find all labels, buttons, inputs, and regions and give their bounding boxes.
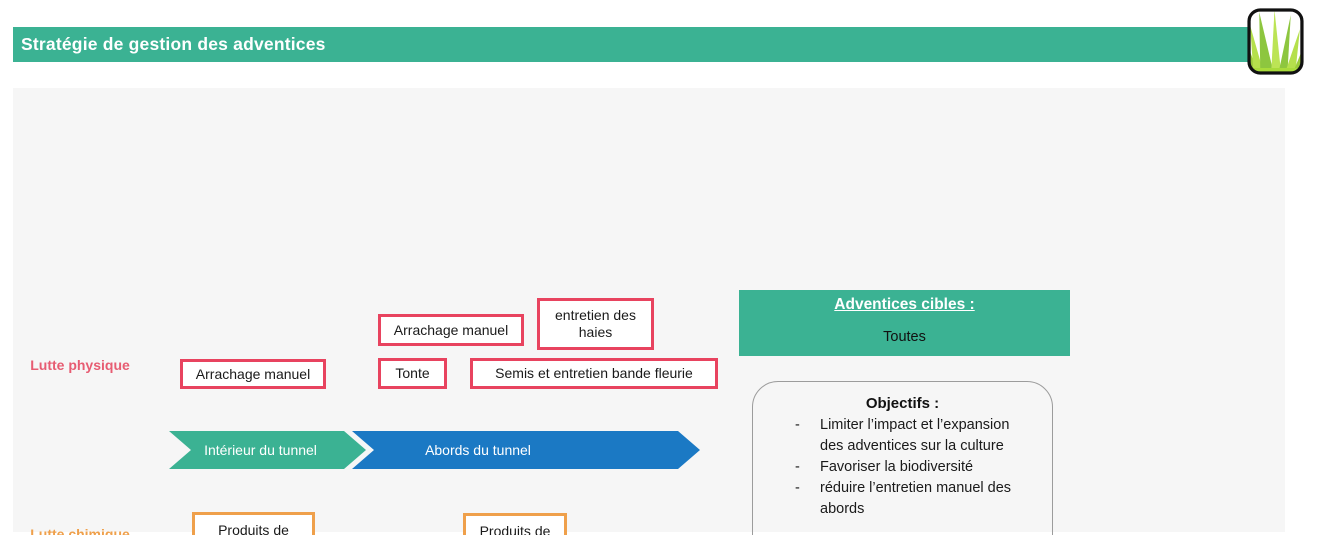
objectives-list: Limiter l’impact et l’expansion des adve… — [753, 415, 1052, 520]
page-title: Stratégie de gestion des adventices — [21, 34, 326, 54]
targets-title: Adventices cibles : — [834, 296, 975, 313]
timeline-segment-label: Abords du tunnel — [425, 442, 531, 458]
targets-value: Toutes — [883, 329, 926, 345]
objectives-box: Objectifs : Limiter l’impact et l’expans… — [752, 381, 1053, 535]
method-box-entretien-haies: entretien des haies — [537, 298, 654, 350]
method-box-arrachage-manuel-1: Arrachage manuel — [180, 359, 326, 389]
method-box-biocontrole-2: Produits de biocontrôle — [463, 513, 567, 535]
label-lutte-chimique: Lutte chimique — [30, 526, 130, 535]
method-box-arrachage-manuel-2: Arrachage manuel — [378, 314, 524, 346]
header-bar: Stratégie de gestion des adventices — [13, 27, 1248, 62]
timeline-segment-abords-tunnel: Abords du tunnel — [352, 431, 700, 469]
diagram-canvas: Lutte physique Arrachage manuel Arrachag… — [13, 88, 1285, 535]
timeline-segment-interieur-tunnel: Intérieur du tunnel — [169, 431, 366, 469]
grass-logo-icon — [1246, 6, 1305, 77]
method-box-semis-bande-fleurie: Semis et entretien bande fleurie — [470, 358, 718, 389]
method-box-tonte: Tonte — [378, 358, 447, 389]
label-lutte-physique: Lutte physique — [30, 357, 130, 373]
objective-item: réduire l’entretien manuel des abords — [793, 478, 1025, 520]
objective-item: Favoriser la biodiversité — [793, 457, 1025, 478]
timeline-segment-label: Intérieur du tunnel — [204, 442, 317, 458]
objectives-title: Objectifs : — [865, 395, 940, 412]
objective-item: Limiter l’impact et l’expansion des adve… — [793, 415, 1025, 457]
method-box-biocontrole-1: Produits de biocontrôle — [192, 512, 315, 535]
targets-box: Adventices cibles : Toutes — [739, 290, 1070, 356]
